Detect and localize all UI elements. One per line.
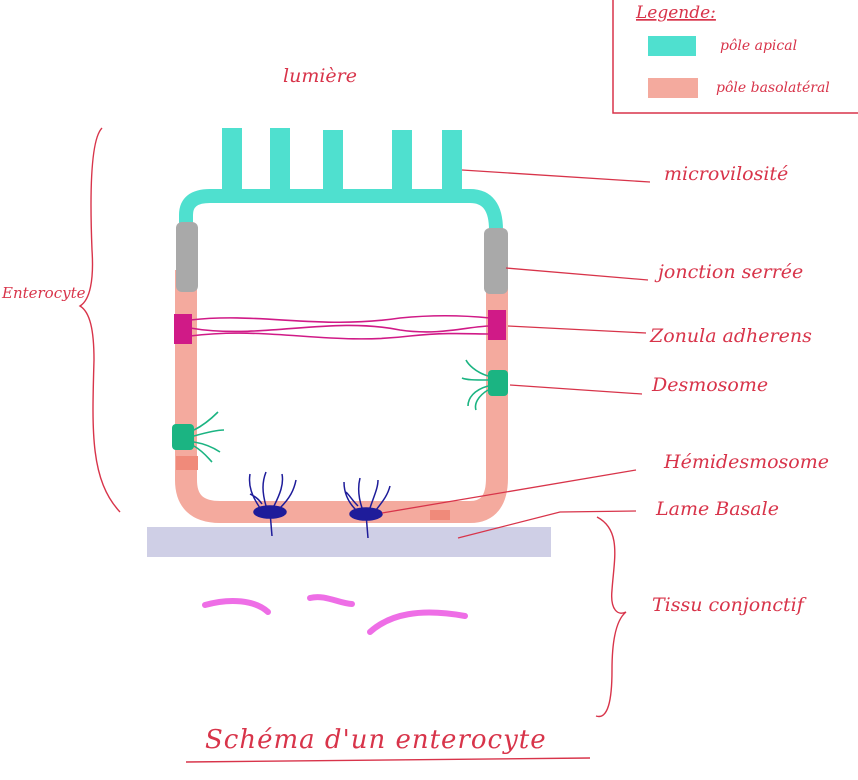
microvillus [323, 130, 343, 194]
enterocyte-label: Enterocyte [1, 284, 86, 302]
hemidesmosome-left [248, 471, 297, 537]
diagram-title: Schéma d'un enterocyte [205, 725, 547, 755]
legend-label-apical: pôle apical [720, 38, 797, 54]
zonula-label: Zonula adherens [649, 325, 812, 347]
tight-junction-right [484, 228, 508, 294]
desmosome-left [172, 411, 225, 463]
legend-title: Legende: [635, 3, 716, 23]
microvillus [270, 128, 290, 194]
microvillus [222, 128, 242, 194]
cell-apical-membrane [179, 189, 503, 250]
title-underline [185, 757, 591, 763]
leader-zonula [507, 325, 647, 334]
basal-lamina [147, 527, 551, 557]
microvilli-label: microvilosité [664, 163, 788, 185]
hemidesmosome-label: Hémidesmosome [663, 451, 829, 473]
tight-junction-left [176, 222, 198, 292]
legend-swatch-apical [648, 36, 696, 56]
zonula-adherens [174, 310, 506, 344]
leader-lines [381, 169, 651, 539]
legend-label-basolateral: pôle basolatéral [716, 80, 830, 96]
basolateral-patch [430, 510, 450, 520]
leader-desmosome [509, 384, 643, 395]
microvillus [392, 130, 412, 194]
leader-basal-lamina [457, 510, 637, 539]
hemidesmosome-right [343, 477, 391, 539]
legend: Legende: pôle apical pôle basolatéral [612, 0, 858, 114]
enterocyte-brace [78, 127, 121, 513]
microvillus [442, 130, 462, 194]
desmosome-label: Desmosome [651, 374, 768, 396]
basolateral-patch [176, 456, 198, 470]
leader-tight-junction [505, 267, 649, 281]
tight-junction-label: jonction serrée [654, 261, 803, 283]
microvilli [222, 128, 462, 194]
connective-fibers [202, 594, 468, 635]
leader-hemidesmosome [381, 469, 637, 514]
desmosome-right [461, 359, 508, 411]
lumen-label: lumière [283, 65, 357, 87]
legend-swatch-basolateral [648, 78, 698, 98]
connective-brace [595, 516, 627, 718]
leader-microvilli [461, 169, 651, 183]
connective-tissue-label: Tissu conjonctif [652, 594, 807, 616]
cell-basolateral-membrane [175, 270, 508, 523]
basal-lamina-label: Lame Basale [655, 498, 779, 520]
